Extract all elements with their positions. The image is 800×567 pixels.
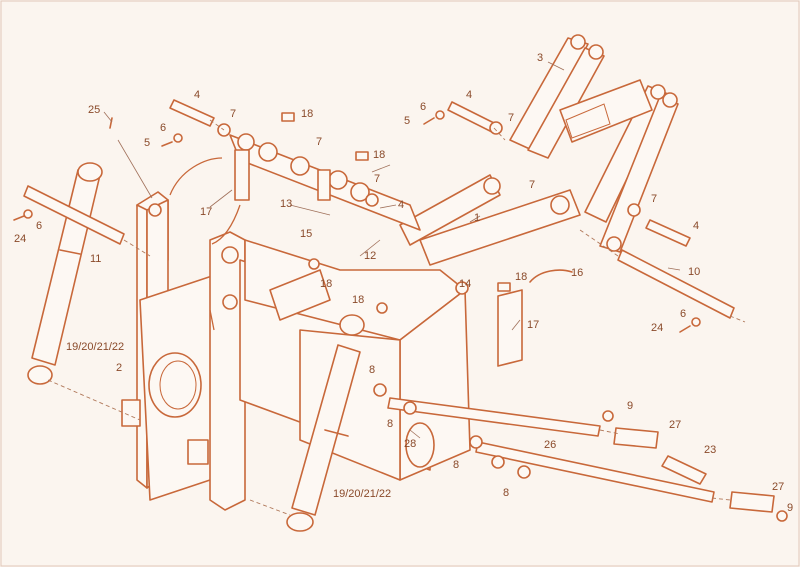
label-27a: 27 (669, 419, 681, 431)
label-7e: 7 (529, 179, 535, 191)
label-7b: 7 (316, 136, 322, 148)
label-6b: 6 (420, 101, 426, 113)
pivot-bar-assembly (229, 133, 421, 231)
label-24b: 24 (651, 322, 663, 334)
short-pin-4-b (447, 101, 497, 133)
part-26-rod (387, 397, 601, 437)
label-27b: 27 (772, 481, 784, 493)
part-19-cylinder-right (286, 314, 365, 532)
callout-labels: 1 2 3 4 4 4 4 5 5 6 6 6 6 7 7 7 7 7 7 8 … (14, 52, 793, 514)
label-18c: 18 (320, 278, 332, 290)
part-27-bracket-b (729, 491, 775, 513)
label-4a: 4 (194, 89, 200, 101)
small-hardware (13, 110, 788, 522)
part-23-pin (661, 455, 707, 485)
label-18a: 18 (301, 108, 313, 120)
label-8d: 8 (503, 487, 509, 499)
label-3: 3 (537, 52, 543, 64)
label-26: 26 (544, 439, 556, 451)
label-10: 10 (688, 266, 700, 278)
part-1-lower-link (399, 174, 581, 266)
label-4d: 4 (693, 220, 699, 232)
short-pin-4-a (169, 99, 215, 127)
label-5b: 5 (404, 115, 410, 127)
label-9b: 9 (787, 502, 793, 514)
label-13: 13 (280, 198, 292, 210)
label-15: 15 (300, 228, 312, 240)
label-4b: 4 (466, 89, 472, 101)
label-7a: 7 (230, 108, 236, 120)
label-17b: 17 (527, 319, 539, 331)
part-17-plate (497, 289, 523, 367)
label-6a: 6 (160, 122, 166, 134)
label-8a: 8 (369, 364, 375, 376)
label-24a: 24 (14, 233, 26, 245)
label-7c: 7 (374, 173, 380, 185)
label-6d: 6 (680, 308, 686, 320)
part-10-pin (617, 249, 735, 319)
label-18b: 18 (373, 149, 385, 161)
leader-lines (103, 61, 681, 439)
label-5a: 5 (144, 137, 150, 149)
label-7d: 7 (508, 112, 514, 124)
label-8c: 8 (453, 459, 459, 471)
label-18d: 18 (352, 294, 364, 306)
label-12: 12 (364, 250, 376, 262)
label-7f: 7 (651, 193, 657, 205)
label-23: 23 (704, 444, 716, 456)
label-14: 14 (459, 278, 471, 290)
label-6c: 6 (36, 220, 42, 232)
label-28: 28 (404, 438, 416, 450)
label-18e: 18 (515, 271, 527, 283)
label-17a: 17 (200, 206, 212, 218)
label-25: 25 (88, 104, 100, 116)
label-19b: 19/20/21/22 (333, 488, 391, 500)
part-11-pin (23, 185, 125, 245)
short-pin-4-c (645, 219, 691, 247)
part-3-linkage-arms (509, 34, 679, 253)
label-2: 2 (116, 362, 122, 374)
label-8b: 8 (387, 418, 393, 430)
label-16: 16 (571, 267, 583, 279)
label-11: 11 (90, 253, 101, 265)
label-19a: 19/20/21/22 (66, 341, 124, 353)
label-1: 1 (474, 212, 480, 224)
label-9a: 9 (627, 400, 633, 412)
rotation-arrows (169, 157, 241, 331)
assembly-lines (47, 119, 746, 516)
part-27-bracket-a (613, 427, 659, 449)
label-4c: 4 (398, 199, 404, 211)
